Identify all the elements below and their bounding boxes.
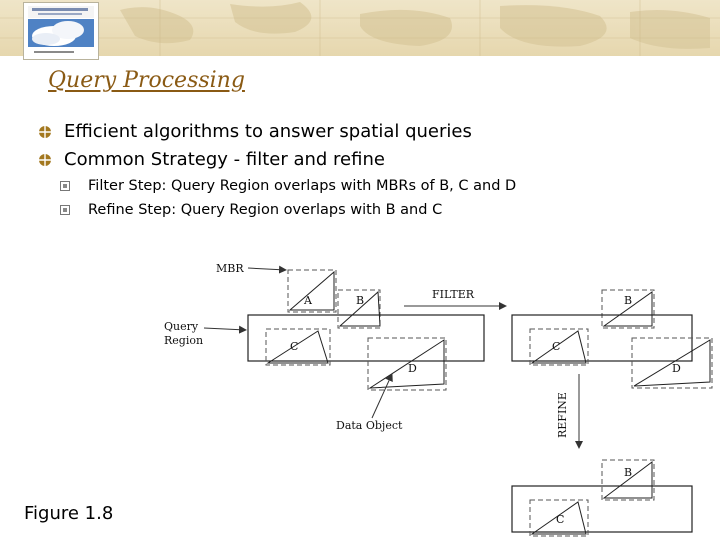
query-arrow [203,325,247,334]
filtered-mbr-c [529,328,589,366]
refined-label-b: B [624,466,632,479]
filtered-label-d: D [672,362,681,375]
query-region-box [247,314,485,362]
refined-label-c: C [556,513,564,526]
mbr-b [337,289,381,329]
object-b [338,290,381,327]
bullet-1: Efficient algorithms to answer spatial q… [38,121,472,142]
label-c: C [290,340,298,353]
refine-label: REFINE [556,392,569,438]
filtered-label-c: C [552,340,560,353]
object-c [266,330,329,364]
mbr-label: MBR [216,262,244,275]
filtered-object-d [633,339,711,387]
mbr-arrow [247,265,287,274]
square-bullet-icon [60,205,70,215]
refined-object-b [602,461,653,499]
slide-title-wrap: Query Processing [48,68,245,93]
mbr-c [265,328,331,366]
filtered-mbr-d [631,337,713,389]
map-background [0,0,720,56]
bullet-1-text: Efficient algorithms to answer spatial q… [64,121,472,142]
query-label-1: Query [164,320,199,333]
filter-label: FILTER [432,288,475,301]
book-cover-logo [23,2,99,60]
sub-bullet-2: Refine Step: Query Region overlaps with … [60,202,442,218]
filtered-object-c [530,330,587,364]
filtered-query-region [511,314,693,362]
header-banner [0,0,720,56]
refined-query-region [511,485,693,533]
slide-title: Query Processing [48,68,245,93]
object-a [288,270,335,311]
object-d [368,339,445,389]
label-a: A [303,294,313,307]
query-label-2: Region [164,334,203,347]
diamond-bullet-icon [39,153,51,166]
refined-mbr-c [529,499,589,537]
mbr-a [287,269,337,313]
figure-caption: Figure 1.8 [24,503,114,524]
label-d: D [408,362,417,375]
filtered-mbr-b [601,289,655,329]
diamond-bullet-icon [39,125,51,138]
sub-bullet-1-text: Filter Step: Query Region overlaps with … [88,178,517,194]
mbr-d [367,337,447,391]
bullet-2: Common Strategy - filter and refine [38,149,385,170]
filtered-label-b: B [624,294,632,307]
refined-mbr-b [601,459,655,501]
data-object-label: Data Object [336,419,403,432]
refined-object-c [530,501,587,535]
cloud-image [28,6,94,53]
data-object-arrow [371,373,393,419]
bullet-2-text: Common Strategy - filter and refine [64,149,385,170]
filtered-object-b [602,291,653,327]
sub-bullet-1: Filter Step: Query Region overlaps with … [60,178,516,194]
label-b: B [356,294,364,307]
square-bullet-icon [60,181,70,191]
sub-bullet-2-text: Refine Step: Query Region overlaps with … [88,202,443,218]
